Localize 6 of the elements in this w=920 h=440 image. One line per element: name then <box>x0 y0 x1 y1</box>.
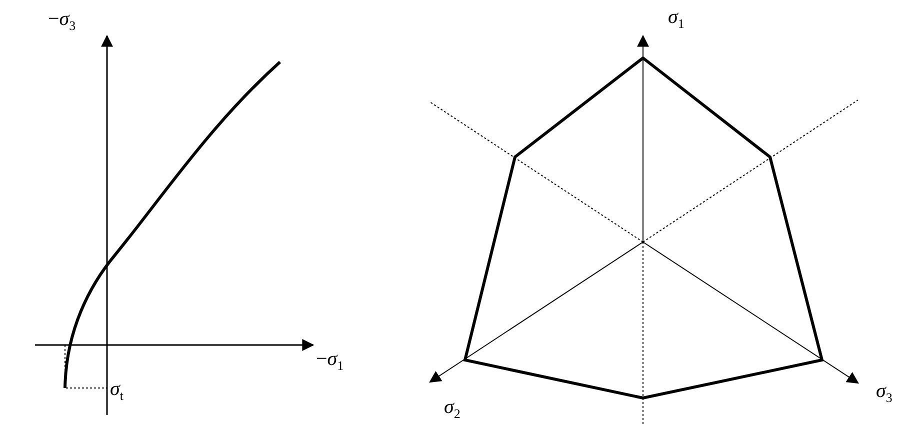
axis-label: σ$_{3}$ <box>876 380 892 407</box>
axis-label: −σ$_{3}$ <box>48 8 76 35</box>
axis-label: σ$_{2}$ <box>444 396 460 423</box>
axis-label: −σ$_{1}$ <box>316 348 344 375</box>
tensile-strength-label: σ$_{t}$ <box>110 378 124 405</box>
axis-label: σ$_{1}$ <box>668 6 684 33</box>
